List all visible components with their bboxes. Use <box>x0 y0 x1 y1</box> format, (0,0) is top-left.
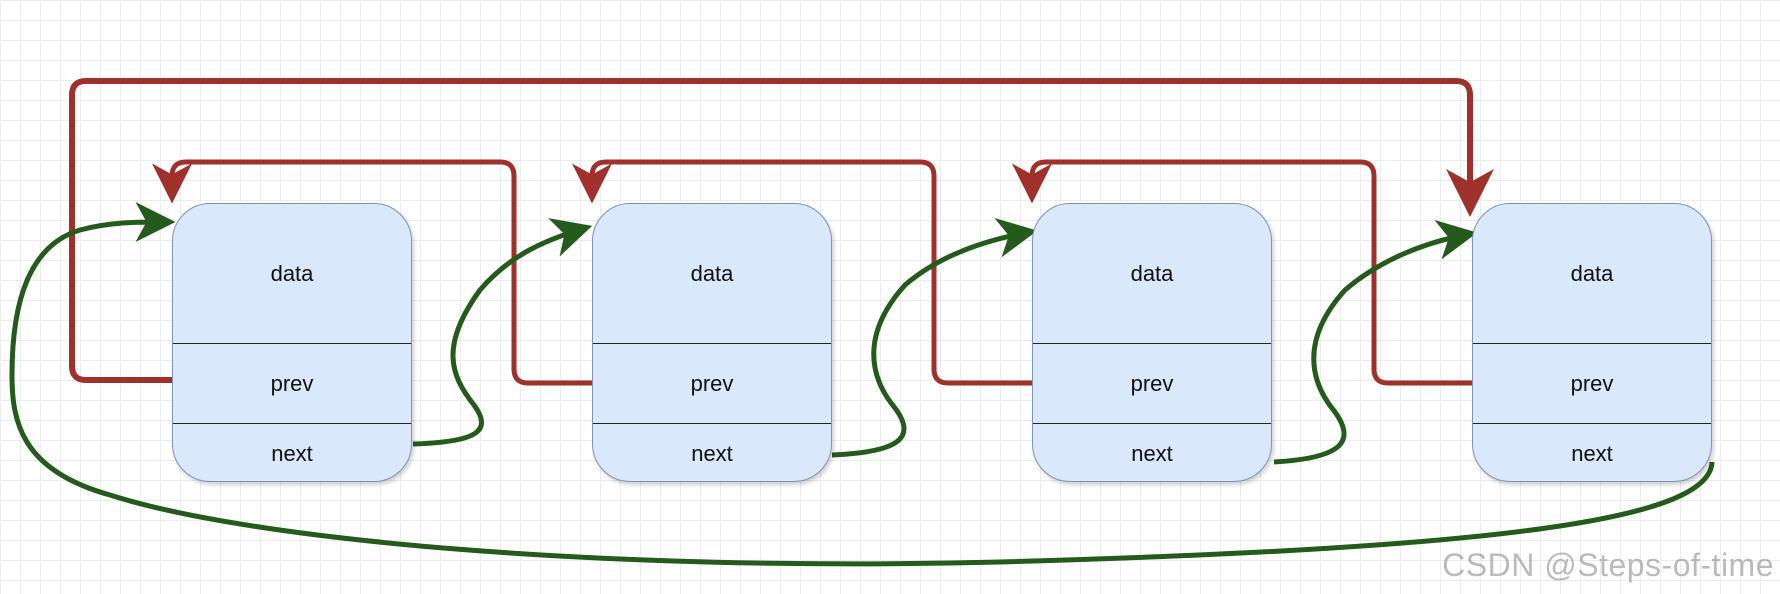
next-link-node3-to-node4 <box>1273 220 1478 465</box>
next-link-tail-to-head <box>9 202 1715 567</box>
list-node-1: data prev next <box>172 203 412 482</box>
node-data-field: data <box>690 260 734 286</box>
node-next-field: next <box>593 423 831 481</box>
prev-link-node4-to-node3 <box>1012 159 1472 386</box>
node-data-field: data <box>1130 260 1174 286</box>
prev-link-node2-to-node1 <box>152 159 592 386</box>
node-prev-field: prev <box>1473 343 1711 424</box>
prev-link-head-to-tail <box>69 78 1494 383</box>
node-data-field: data <box>1570 260 1614 286</box>
node-next-field: next <box>173 423 411 481</box>
node-next-field: next <box>1473 423 1711 481</box>
node-prev-field: prev <box>593 343 831 424</box>
node-prev-field: prev <box>1033 343 1271 424</box>
node-data-field: data <box>270 260 314 286</box>
prev-link-node3-to-node2 <box>572 159 1032 386</box>
next-link-node1-to-node2 <box>412 218 593 447</box>
next-link-node2-to-node3 <box>831 218 1038 458</box>
node-prev-field: prev <box>173 343 411 424</box>
node-next-field: next <box>1033 423 1271 481</box>
list-node-4: data prev next <box>1472 203 1712 482</box>
watermark-text: CSDN @Steps-of-time <box>1442 547 1774 583</box>
list-node-2: data prev next <box>592 203 832 482</box>
list-node-3: data prev next <box>1032 203 1272 482</box>
